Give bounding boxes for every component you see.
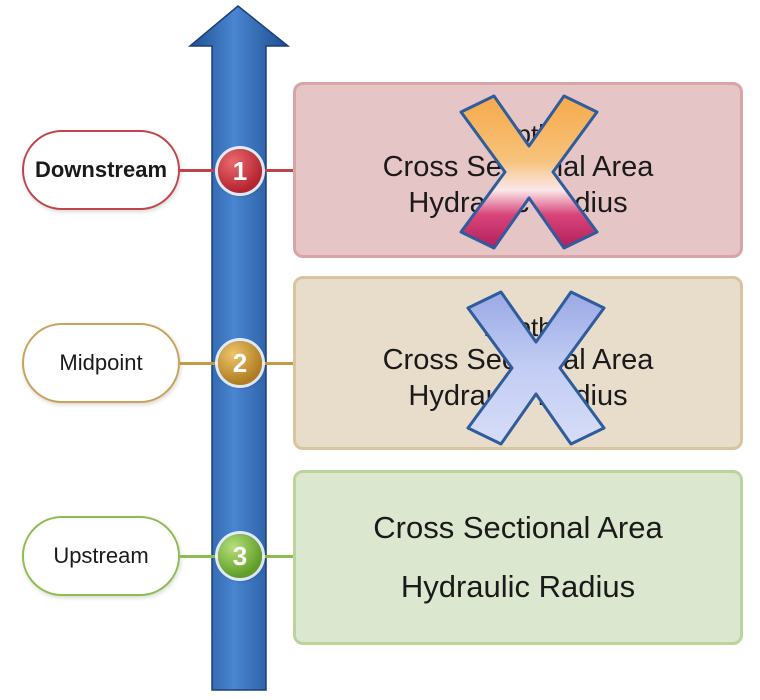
step-number-2: 2 xyxy=(218,341,262,385)
stage-label-midpoint: Midpoint xyxy=(22,323,180,403)
cross-mark-icon xyxy=(466,290,606,446)
cross-mark-icon xyxy=(459,94,599,250)
stage-label-upstream: Upstream xyxy=(22,516,180,596)
step-number-1: 1 xyxy=(218,149,262,193)
step-number-3: 3 xyxy=(218,534,262,578)
info-box-upstream: Cross Sectional Area Hydraulic Radius xyxy=(293,470,743,645)
info-line-cross-sectional-area: Cross Sectional Area xyxy=(373,509,663,545)
info-line-hydraulic-radius: Hydraulic Radius xyxy=(400,568,636,604)
stage-label-downstream: Downstream xyxy=(22,130,180,210)
